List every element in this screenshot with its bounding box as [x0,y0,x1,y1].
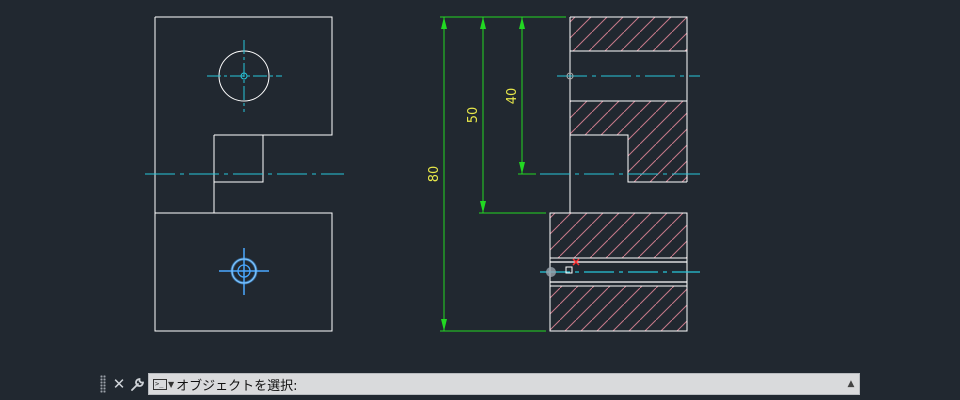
prompt-dropdown-icon[interactable]: ▼ [168,379,175,389]
lower-hole-inner [237,264,251,278]
section-view[interactable] [540,16,700,332]
command-prompt-icon[interactable]: >_ [153,378,167,390]
hatch-lower-a [550,213,687,258]
snap-marker-icon[interactable] [565,266,573,274]
command-line-bar: ✕ >_ ▼ オブジェクトを選択: ▲ [100,372,860,396]
triangle-up-icon[interactable]: ▲ [847,379,855,389]
dim-80-text[interactable]: 80 [427,166,442,183]
dim-40-text[interactable]: 40 [505,88,520,105]
section-upper-center-mark [566,72,574,80]
front-view[interactable] [145,16,344,332]
hatch-top [570,17,687,51]
close-icon[interactable]: ✕ [112,375,126,393]
cross-marker-icon [572,258,580,266]
drawing-canvas[interactable]: 80 50 40 [0,0,960,370]
section-outline-upper[interactable] [569,16,688,213]
dimensions[interactable]: 80 50 40 [427,16,566,332]
hatch-lower-b [550,286,687,331]
command-prompt-text: オブジェクトを選択: [176,378,298,394]
grip-point-icon[interactable] [546,267,556,277]
dim-50-text[interactable]: 50 [466,107,481,124]
section-outline-lower[interactable] [549,212,688,332]
wrench-icon[interactable] [128,374,146,394]
drag-handle-icon[interactable] [100,375,106,393]
selected-bore[interactable] [540,260,700,284]
lower-hole-circle[interactable] [231,258,257,284]
command-input[interactable]: >_ ▼ オブジェクトを選択: ▲ [148,373,860,395]
